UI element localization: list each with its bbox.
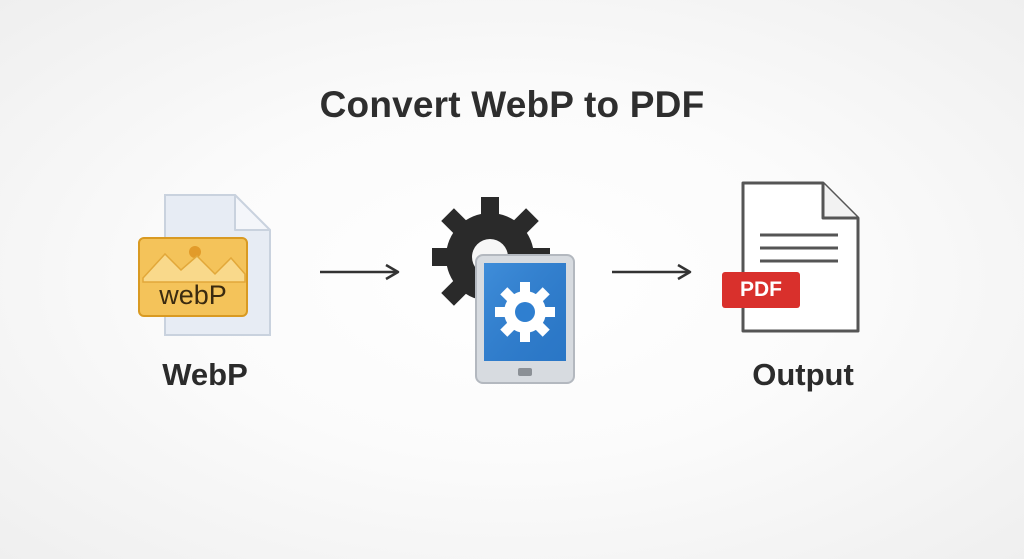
- pdf-document-icon: PDF: [718, 180, 863, 335]
- webp-file-icon: webP: [135, 190, 275, 340]
- pdf-badge-text: PDF: [740, 278, 782, 301]
- diagram-title: Convert WebP to PDF: [319, 84, 705, 125]
- tablet-settings-icon: [430, 195, 592, 385]
- step-label-webp: WebP: [162, 357, 248, 392]
- step-label-output: Output: [752, 357, 854, 392]
- arrow-right-icon: [318, 262, 402, 282]
- webp-badge-text: webP: [159, 280, 227, 310]
- arrow-right-icon: [610, 262, 694, 282]
